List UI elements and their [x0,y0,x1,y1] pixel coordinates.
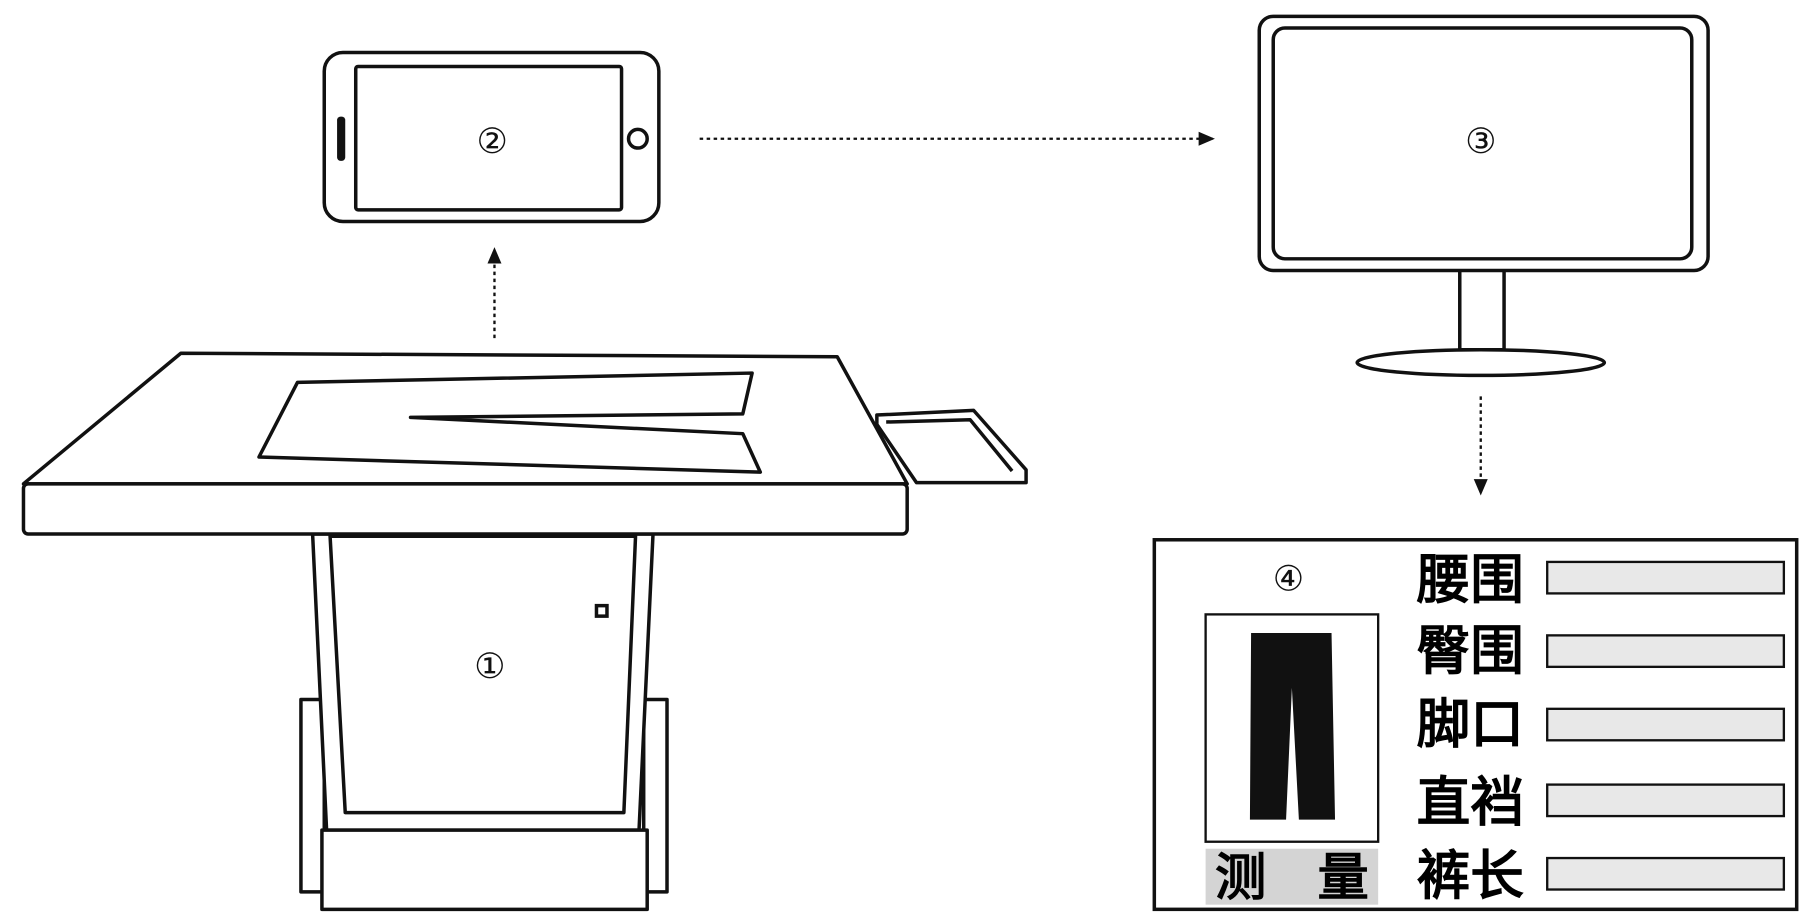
field-label: 腰围 [1416,548,1524,611]
table-label: ① [474,647,505,687]
field-row-waist: 腰围 [1416,548,1786,611]
measure-button[interactable]: 测 量 [1205,848,1379,908]
hem-field[interactable] [1546,707,1786,742]
measure-button-label: 测 量 [1215,848,1369,908]
field-row-rise: 直裆 [1417,771,1786,834]
trouser-piece-on-table [257,371,763,474]
field-label: 脚口 [1417,692,1524,755]
field-row-hip: 臀围 [1417,619,1786,682]
field-row-hem: 脚口 [1417,692,1786,755]
field-label: 臀围 [1417,619,1524,682]
hip-field[interactable] [1546,634,1786,669]
waist-field[interactable] [1546,560,1786,595]
phone: ② [322,50,661,224]
rise-field[interactable] [1546,783,1786,818]
panel-label: ④ [1273,559,1304,599]
field-row-length: 裤长 [1417,844,1786,907]
field-label: 裤长 [1417,844,1525,907]
trousers-icon [1249,633,1336,820]
phone-label: ② [476,122,507,162]
measurement-panel: ④ 测 量 腰围 臀围 脚口 直裆 裤长 [1152,538,1799,912]
monitor: ③ [1257,14,1710,378]
length-field[interactable] [1546,856,1786,891]
phone-speaker-icon [337,116,346,161]
measuring-table: ① [21,351,1028,912]
field-label: 直裆 [1417,771,1524,834]
monitor-label: ③ [1465,122,1496,162]
phone-home-button-icon [626,127,649,150]
